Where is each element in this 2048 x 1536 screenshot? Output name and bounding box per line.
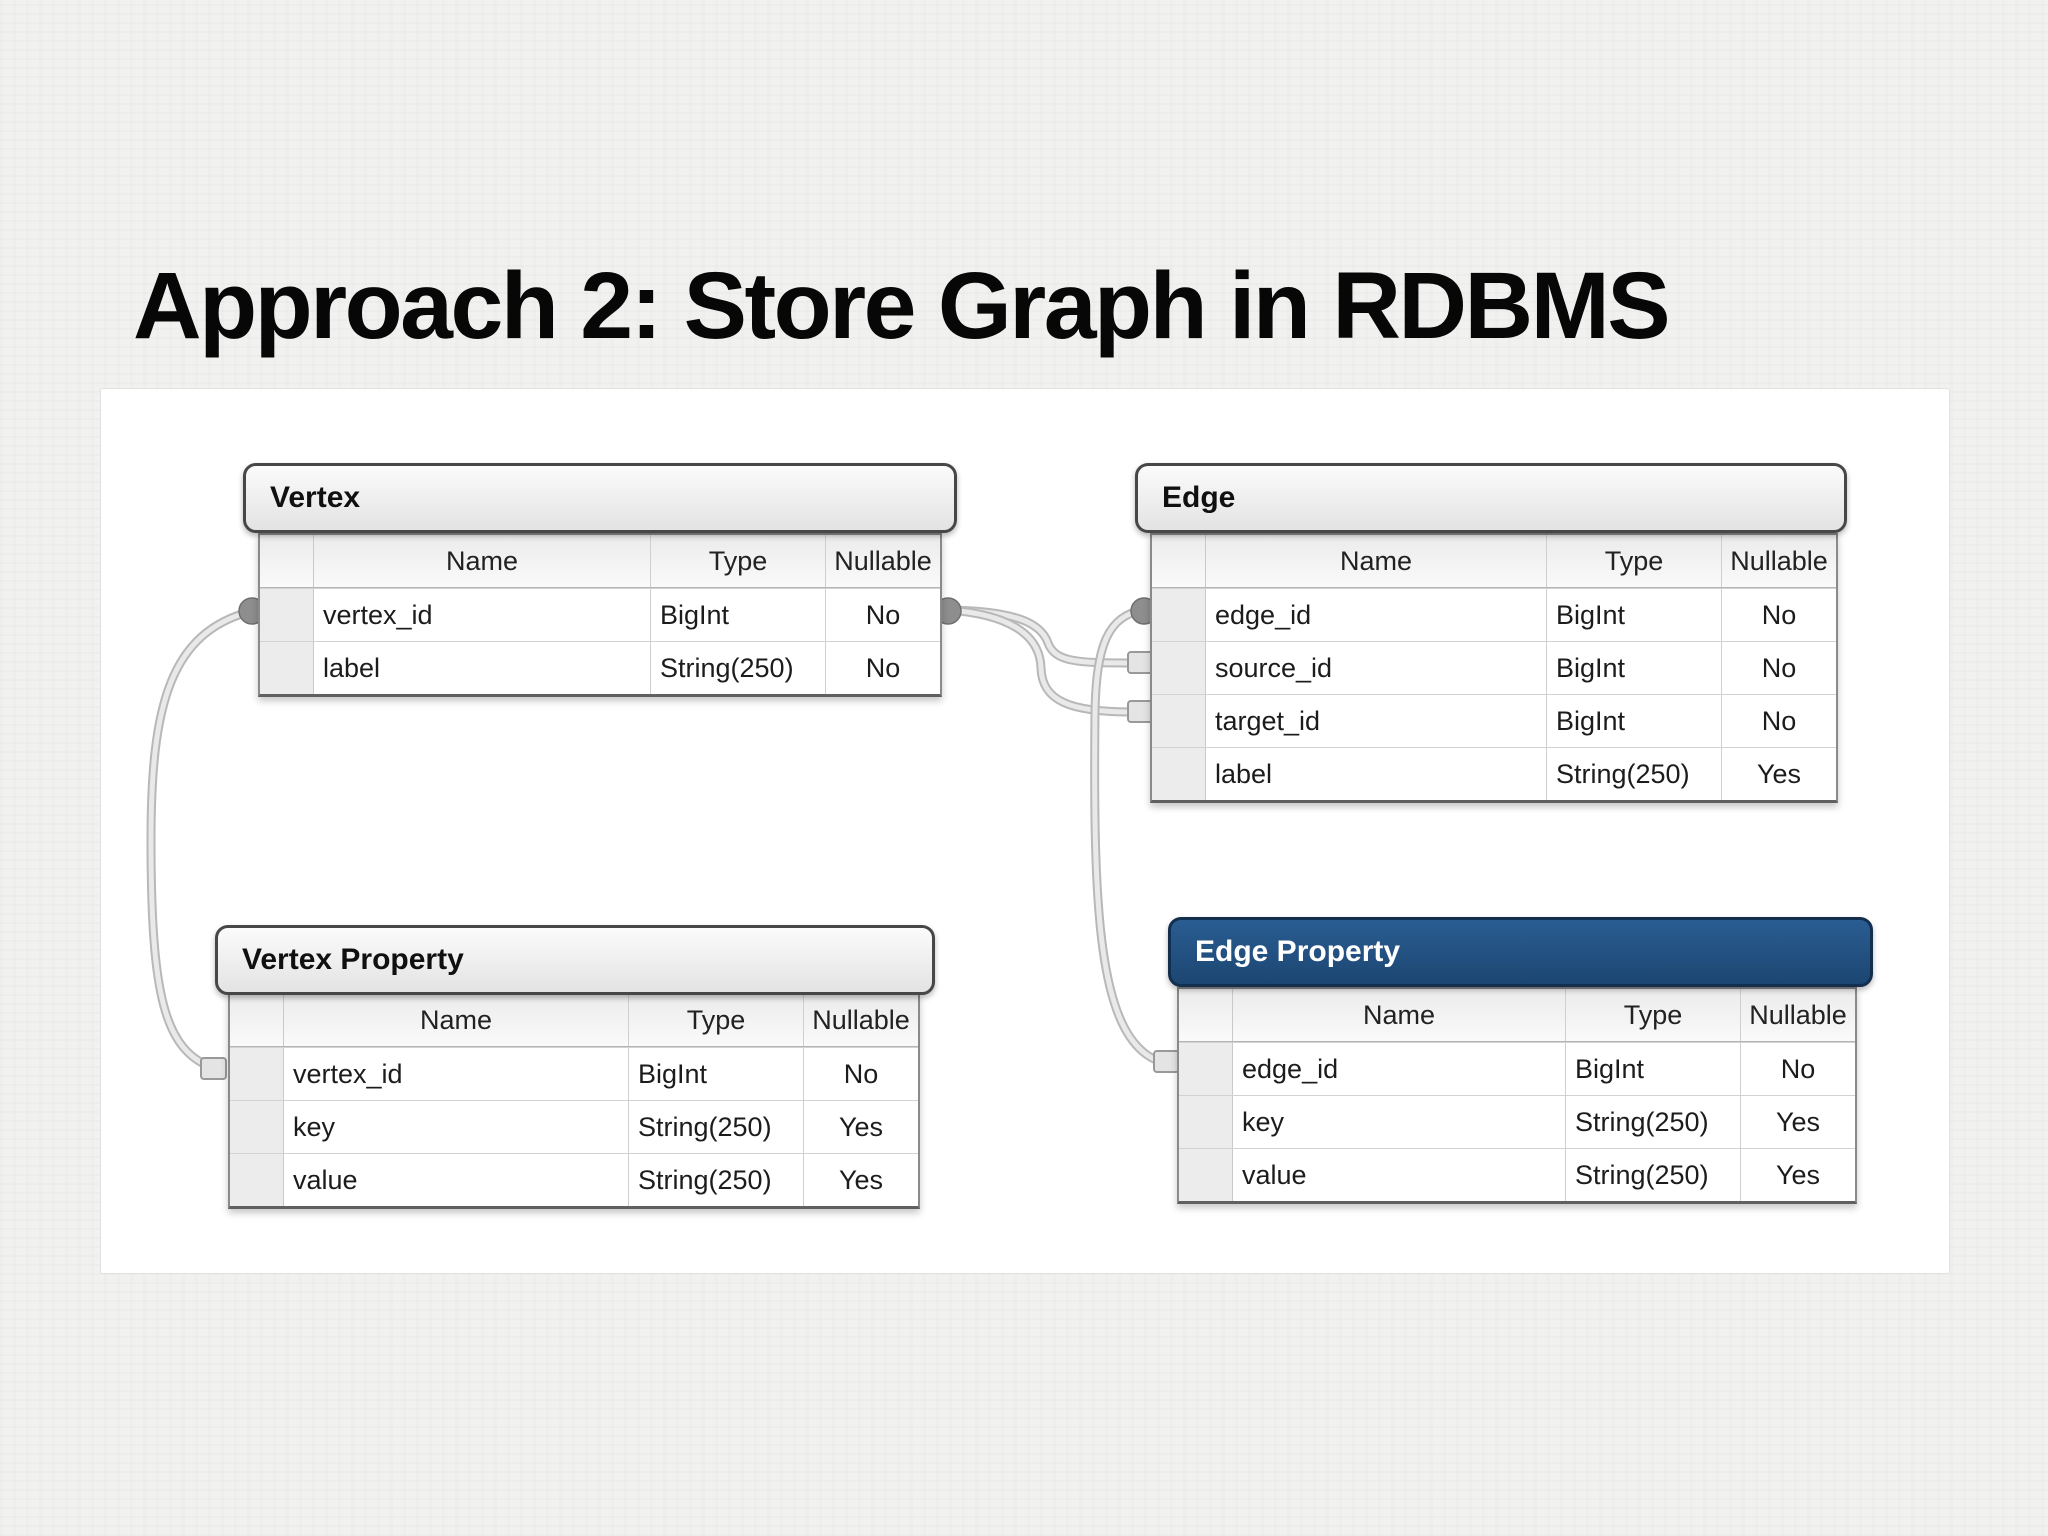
column-header-cell: Type (1566, 989, 1741, 1041)
column-header-cell: Name (1233, 989, 1566, 1041)
row-gutter (1152, 589, 1206, 641)
table-cell: BigInt (1547, 695, 1722, 747)
table-cell: label (314, 642, 651, 694)
table-header: Edge Property (1168, 917, 1873, 987)
table-title: Edge (1162, 481, 1236, 514)
table-cell: BigInt (1547, 589, 1722, 641)
row-gutter (230, 1048, 284, 1100)
table-cell: Yes (1756, 758, 1802, 789)
column-header-cell: Nullable (1730, 545, 1828, 576)
table-cell: No (843, 1058, 879, 1089)
row-gutter (230, 994, 284, 1046)
table-header: Vertex (243, 463, 957, 533)
row-gutter (230, 1154, 284, 1206)
table-header: Edge (1135, 463, 1847, 533)
table-cell: target_id (1206, 695, 1547, 747)
table-cell: vertex_id (284, 1048, 629, 1100)
table-cell: String(250) (1566, 1096, 1741, 1148)
table-cell: value (1233, 1149, 1566, 1201)
table-cell: BigInt (629, 1048, 804, 1100)
row-gutter (1152, 695, 1206, 747)
table-cell: BigInt (1566, 1043, 1741, 1095)
table-cell: No (1780, 1053, 1816, 1084)
table-cell: Yes (838, 1164, 884, 1195)
table-cell: No (1761, 652, 1797, 683)
table-cell: label (1206, 748, 1547, 800)
table-cell: source_id (1206, 642, 1547, 694)
table-cell: BigInt (1547, 642, 1722, 694)
table-cell: edge_id (1206, 589, 1547, 641)
row-gutter (1152, 535, 1206, 587)
row-gutter (1152, 748, 1206, 800)
table-cell: key (1233, 1096, 1566, 1148)
table-cell: String(250) (1566, 1149, 1741, 1201)
column-header-cell: Type (651, 535, 826, 587)
column-header-cell: Nullable (812, 1004, 910, 1035)
column-header-cell: Type (629, 994, 804, 1046)
column-header-cell: Name (314, 535, 651, 587)
table-cell: edge_id (1233, 1043, 1566, 1095)
column-header-cell: Type (1547, 535, 1722, 587)
row-gutter (260, 535, 314, 587)
table-title: Vertex Property (242, 943, 464, 976)
row-gutter (1179, 1043, 1233, 1095)
column-header-cell: Name (1206, 535, 1547, 587)
row-gutter (230, 1101, 284, 1153)
table-cell: No (865, 652, 901, 683)
table-header: Vertex Property (215, 925, 935, 995)
row-gutter (260, 642, 314, 694)
table-cell: BigInt (651, 589, 826, 641)
table-cell: No (1761, 599, 1797, 630)
table-cell: Yes (1775, 1159, 1821, 1190)
table-cell: vertex_id (314, 589, 651, 641)
table-cell: String(250) (1547, 748, 1722, 800)
table-cell: String(250) (629, 1154, 804, 1206)
row-gutter (1179, 1096, 1233, 1148)
slide-title: Approach 2: Store Graph in RDBMS (133, 252, 1671, 359)
table-cell: String(250) (651, 642, 826, 694)
table-cell: No (865, 599, 901, 630)
table-cell: key (284, 1101, 629, 1153)
table-cell: String(250) (629, 1101, 804, 1153)
table-title: Edge Property (1195, 935, 1401, 968)
row-gutter (1179, 989, 1233, 1041)
row-gutter (260, 589, 314, 641)
table-cell: Yes (1775, 1106, 1821, 1137)
table-cell: No (1761, 705, 1797, 736)
column-header-cell: Name (284, 994, 629, 1046)
column-header-cell: Nullable (834, 545, 932, 576)
row-gutter (1179, 1149, 1233, 1201)
table-cell: value (284, 1154, 629, 1206)
table-title: Vertex (270, 481, 361, 514)
table-cell: Yes (838, 1111, 884, 1142)
column-header-cell: Nullable (1749, 999, 1847, 1030)
row-gutter (1152, 642, 1206, 694)
